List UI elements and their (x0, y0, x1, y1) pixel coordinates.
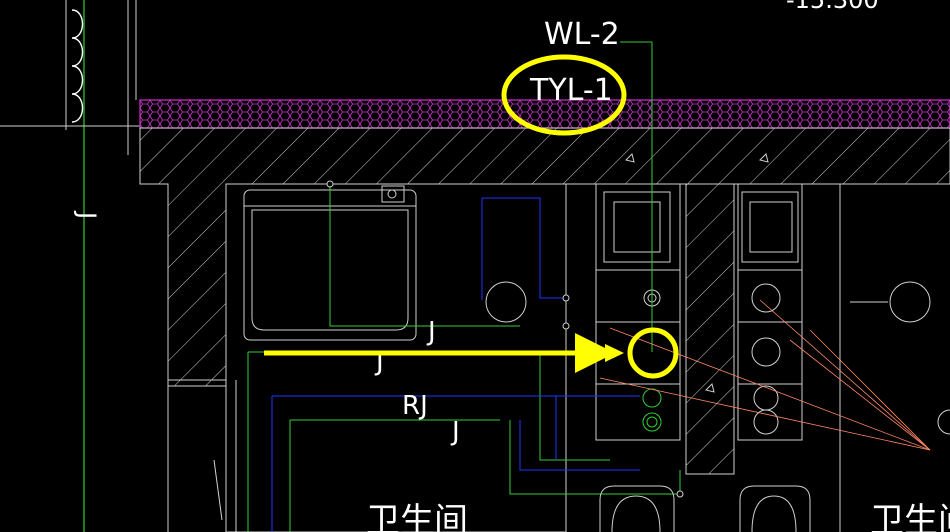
annotation-ellipse-tyl (501, 54, 627, 136)
label-j-middle: J (450, 417, 460, 447)
hot-water-pipes (271, 197, 640, 532)
pipe-shaft-right (737, 183, 803, 441)
room-outline (167, 183, 841, 532)
floor-drain-right (889, 281, 931, 323)
label-rj: RJ (402, 391, 428, 421)
floor-drain (485, 281, 527, 323)
label-room-left: 卫生间 (366, 501, 468, 532)
pipe-shaft-left (595, 183, 681, 441)
insulation-layer (139, 99, 950, 129)
label-elevation: -15.300 (786, 0, 879, 14)
slab (139, 127, 950, 475)
label-j-upper: J (426, 317, 436, 347)
label-j-lower: J (374, 347, 384, 377)
shaft-wall-hatch (685, 183, 735, 475)
leader-lines (599, 299, 931, 451)
left-structure (0, 0, 140, 532)
slope-markers (625, 153, 769, 393)
label-room-right: 卫生间 (870, 501, 950, 532)
label-j-left: J (73, 210, 101, 219)
label-tyl1: TYL-1 (529, 73, 613, 108)
right-edge-symbol (937, 409, 950, 435)
bottom-fixtures (599, 485, 811, 532)
break-line-symbol (71, 9, 84, 123)
annotation-arrowhead (605, 344, 624, 362)
label-wl2: WL-2 (544, 17, 620, 52)
annotation-circle-pipe (627, 327, 679, 379)
